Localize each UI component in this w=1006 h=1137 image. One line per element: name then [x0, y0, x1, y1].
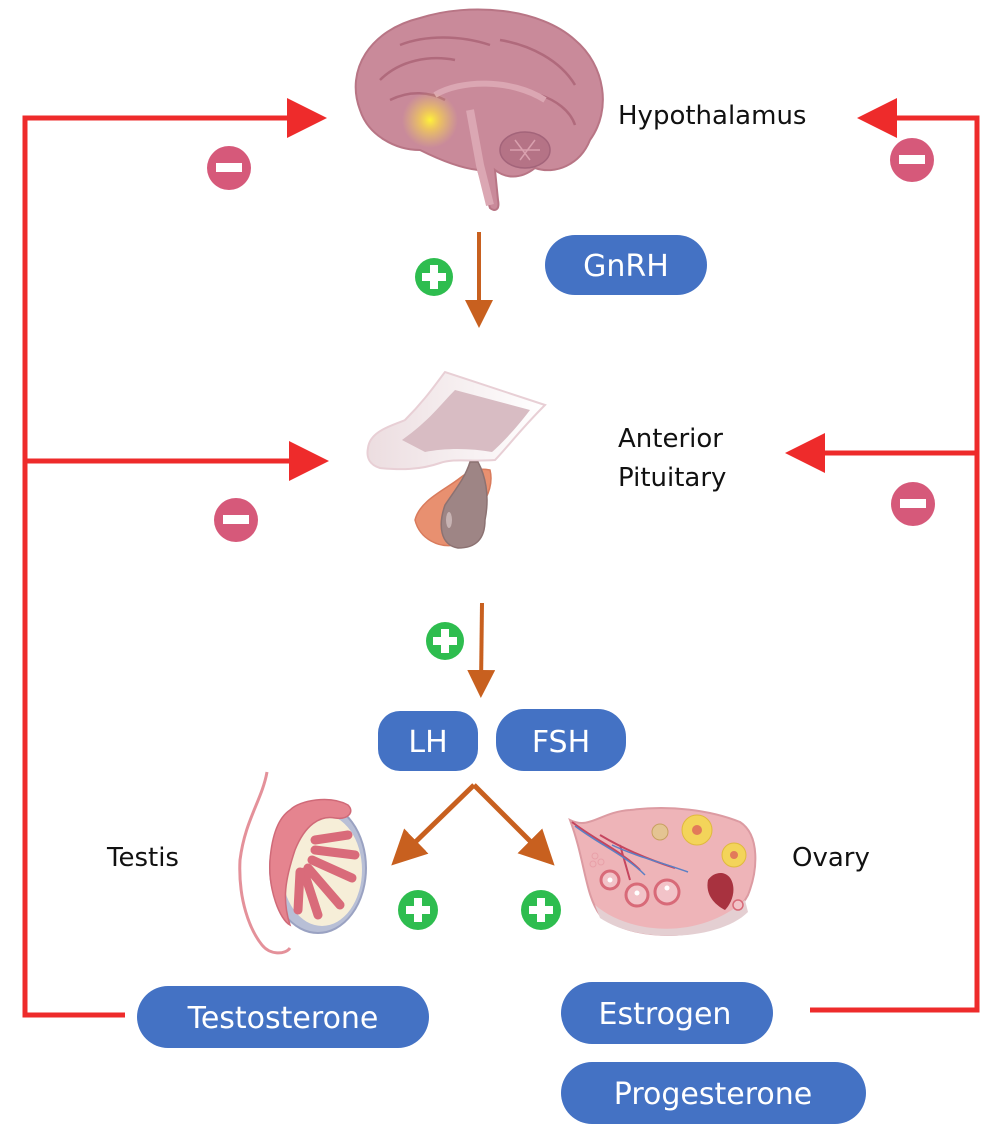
stimulate-badge-gnrh: [415, 258, 453, 296]
hypothalamus-label: Hypothalamus: [618, 101, 806, 131]
lh-fsh-stimulation-arrow: [467, 602, 496, 698]
stimulate-badge-lh-fsh: [426, 622, 464, 660]
ovary-icon: [568, 807, 757, 937]
inhibit-badge-hypothalamus-left: [207, 146, 251, 190]
testosterone-feedback-trunk: [22, 98, 327, 1018]
branch-arrow-to-testis: [391, 783, 476, 866]
stimulate-badge-ovary: [521, 890, 561, 930]
estrogen-label: Estrogen: [599, 997, 732, 1032]
brain-icon: [354, 8, 604, 211]
inhibit-badge-pituitary-right: [891, 482, 935, 526]
progesterone-pill: Progesterone: [561, 1062, 866, 1124]
estrogen-pill: Estrogen: [561, 982, 773, 1044]
inhibit-badge-pituitary-left: [214, 498, 258, 542]
testosterone-label: Testosterone: [187, 1001, 379, 1036]
stimulate-badge-testis: [398, 890, 438, 930]
testis-icon: [238, 771, 367, 955]
progesterone-label: Progesterone: [614, 1077, 812, 1112]
fsh-label: FSH: [532, 725, 590, 760]
gnrh-label: GnRH: [583, 249, 669, 284]
inhibit-badge-hypothalamus-right: [890, 138, 934, 182]
estrogen-feedback-trunk: [810, 98, 980, 1013]
gnrh-pill: GnRH: [545, 235, 707, 295]
lh-label: LH: [408, 725, 447, 760]
pituitary-label-line1: Anterior: [618, 424, 723, 454]
estrogen-feedback-lines: [785, 98, 980, 1013]
fsh-pill: FSH: [496, 709, 626, 771]
testosterone-pill: Testosterone: [137, 986, 429, 1048]
lh-pill: LH: [378, 711, 478, 771]
branch-arrow-to-ovary: [472, 783, 555, 866]
testis-label: Testis: [106, 843, 179, 873]
ovary-label: Ovary: [792, 843, 870, 873]
pituitary-label-line2: Pituitary: [618, 463, 726, 493]
testosterone-feedback-lines: [22, 98, 329, 1018]
pituitary-gland-icon: [366, 370, 547, 549]
